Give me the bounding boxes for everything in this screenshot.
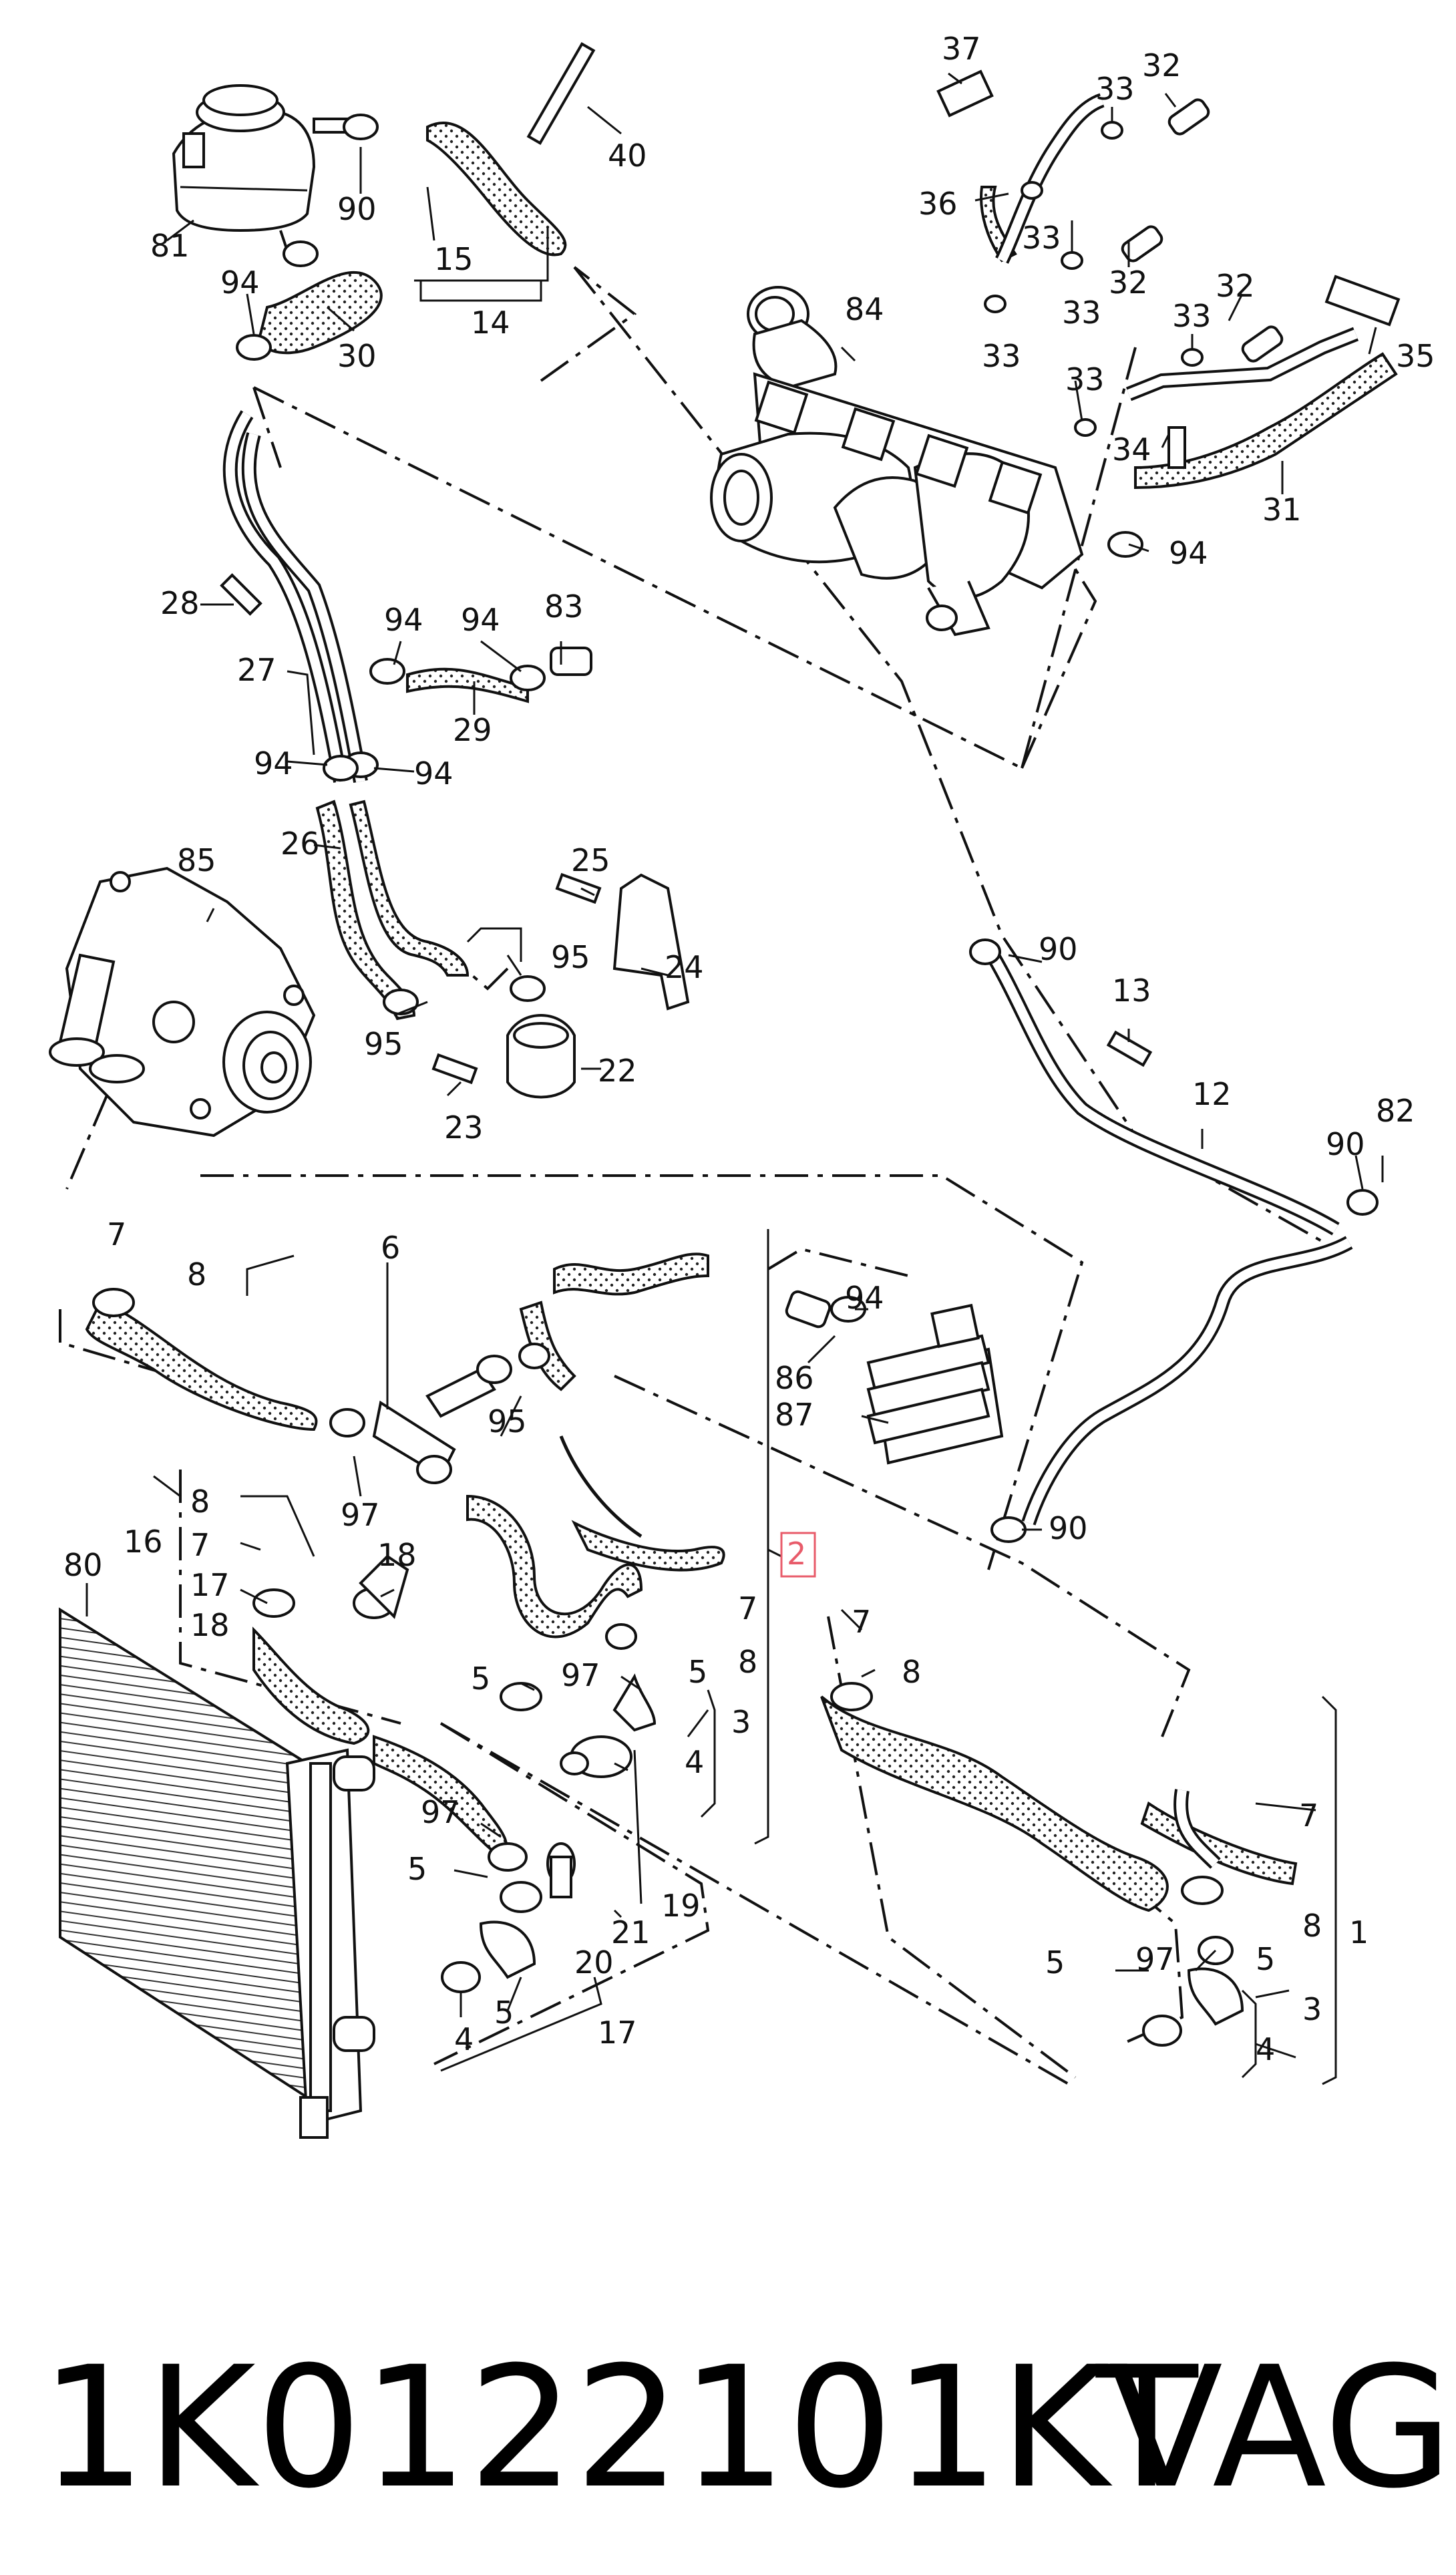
highlight-box [780,1532,816,1578]
callout-24: 24 [665,949,704,985]
callout-90: 90 [1039,931,1078,967]
callout-94: 94 [845,1280,884,1316]
turbocharger [710,286,1084,637]
callout-33: 33 [1062,295,1101,331]
callout-1: 1 [1349,1914,1369,1950]
callout-40: 40 [608,138,647,174]
callout-97: 97 [1135,1941,1175,1977]
part-number: 1K0122101KT [40,2331,1198,2525]
callout-33: 33 [1095,71,1135,107]
callout-8: 8 [187,1256,207,1293]
callout-94: 94 [254,745,293,782]
callout-85: 85 [177,842,216,878]
callout-82: 82 [1376,1093,1415,1129]
callout-8: 8 [1302,1908,1322,1944]
callout-32: 32 [1109,265,1148,301]
callout-94: 94 [1169,535,1208,571]
callout-3: 3 [731,1704,751,1740]
brand-label: VAG [1109,2331,1453,2525]
leader-lines [85,72,1384,2059]
callout-18: 18 [190,1607,230,1643]
callout-2-highlighted: 2 [787,1536,807,1572]
callout-5: 5 [407,1851,427,1887]
callout-18: 18 [377,1537,417,1573]
callout-19: 19 [661,1888,701,1924]
callout-8: 8 [190,1484,210,1520]
callout-6: 6 [381,1230,401,1266]
callout-97: 97 [421,1794,460,1830]
callout-87: 87 [775,1397,814,1433]
callout-7: 7 [107,1216,127,1252]
callout-84: 84 [845,291,884,327]
callout-16: 16 [124,1524,163,1560]
callout-5: 5 [688,1654,708,1690]
callout-35: 35 [1396,338,1435,374]
callout-30: 30 [337,338,377,374]
bracket-lines [153,281,1337,2085]
callout-33: 33 [1065,361,1105,397]
callout-95: 95 [551,939,590,975]
callout-23: 23 [444,1109,484,1146]
rigid-pipes [222,93,1359,1869]
callout-28: 28 [160,585,200,621]
water-pump [49,866,316,1138]
callout-21: 21 [611,1914,651,1950]
callout-8: 8 [902,1654,922,1690]
callout-86: 86 [775,1360,814,1396]
callout-20: 20 [574,1944,614,1981]
callout-17: 17 [190,1567,230,1603]
callout-4: 4 [1256,2031,1276,2067]
callout-80: 80 [63,1547,103,1583]
callout-94: 94 [414,755,453,792]
callout-90: 90 [1326,1126,1365,1162]
callout-27: 27 [237,652,277,688]
callout-31: 31 [1262,492,1302,528]
callout-97: 97 [341,1497,380,1533]
callout-34: 34 [1112,432,1151,468]
callout-5: 5 [1256,1941,1276,1977]
callout-94: 94 [384,602,423,638]
callout-5: 5 [471,1661,491,1697]
callout-95: 95 [364,1026,403,1062]
radiator [59,1607,375,2139]
callout-36: 36 [918,186,958,222]
callout-95: 95 [488,1403,527,1439]
callout-97: 97 [561,1657,600,1693]
callout-7: 7 [738,1590,758,1626]
callout-14: 14 [471,305,510,341]
callout-22: 22 [598,1053,637,1089]
callout-94: 94 [220,265,260,301]
callout-12: 12 [1192,1076,1232,1112]
callout-7: 7 [852,1604,872,1640]
callout-29: 29 [453,712,492,748]
callout-90: 90 [1049,1510,1088,1546]
callout-33: 33 [1172,298,1212,334]
callout-4: 4 [454,2021,474,2057]
callout-37: 37 [942,31,981,67]
callout-7: 7 [190,1527,210,1563]
callout-5: 5 [494,1995,514,2031]
callout-90: 90 [337,191,377,227]
callout-17: 17 [598,2015,637,2051]
callout-81: 81 [150,228,190,264]
callout-3: 3 [1302,1991,1322,2027]
callout-5: 5 [1045,1944,1065,1981]
callout-33: 33 [982,338,1021,374]
callout-26: 26 [281,826,320,862]
callout-15: 15 [434,241,474,277]
callout-13: 13 [1112,973,1151,1009]
callout-4: 4 [685,1744,705,1780]
oil-cooler [866,1303,1004,1465]
callout-94: 94 [461,602,500,638]
callout-83: 83 [544,588,584,625]
callout-32: 32 [1142,47,1181,83]
small-parts [92,41,1401,2047]
callout-25: 25 [571,842,610,878]
callout-33: 33 [1022,220,1061,256]
callout-32: 32 [1216,268,1255,304]
expansion-tank [172,84,355,252]
callout-8: 8 [738,1644,758,1680]
callout-7: 7 [1299,1797,1319,1834]
